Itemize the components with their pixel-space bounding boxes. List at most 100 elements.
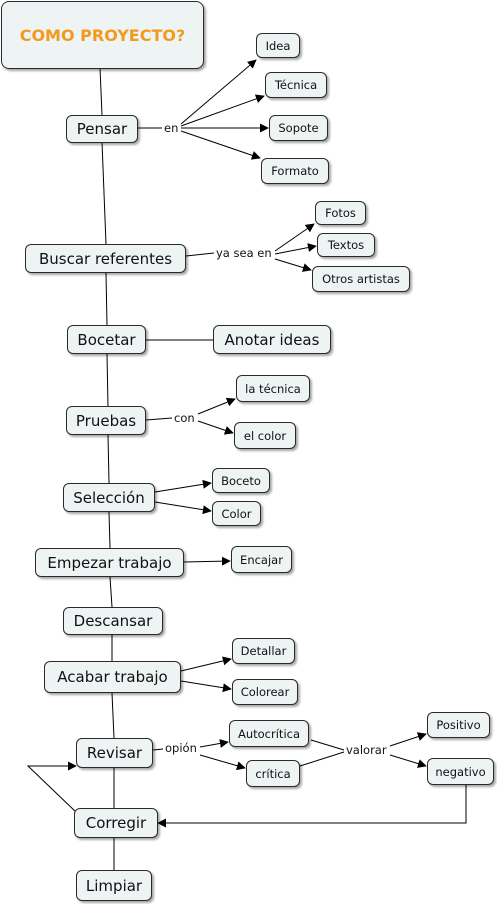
concept-anotar-ideas[interactable]: Anotar ideas <box>213 325 331 354</box>
arrow <box>274 223 315 252</box>
connector <box>101 141 107 245</box>
arrow <box>180 94 265 127</box>
step-bocetar[interactable]: Bocetar <box>67 325 146 354</box>
concept-label: Otros artistas <box>322 272 400 286</box>
arrow <box>180 656 232 672</box>
concept-otros-artistas[interactable]: Otros artistas <box>312 266 410 292</box>
concept-color[interactable]: Color <box>212 501 261 526</box>
concept-label: Encajar <box>240 552 283 567</box>
connector <box>185 252 215 257</box>
concept-label: Formato <box>271 164 319 178</box>
concept-label: Autocrítica <box>237 726 301 741</box>
step-label: Buscar referentes <box>38 249 173 268</box>
connector <box>299 751 345 767</box>
concept-textos[interactable]: Textos <box>317 233 375 257</box>
concept-label: negativo <box>435 764 486 779</box>
concept-encajar[interactable]: Encajar <box>231 546 292 573</box>
step-revisar[interactable]: Revisar <box>76 738 153 768</box>
step-pensar[interactable]: Pensar <box>66 115 138 143</box>
step-corregir[interactable]: Corregir <box>74 808 158 838</box>
arrow <box>389 732 427 747</box>
arrow <box>180 130 261 160</box>
link-label-ya-sea-en: ya sea en <box>214 246 274 260</box>
arrow <box>389 754 427 768</box>
arrow <box>180 680 232 693</box>
concept-label: Sopote <box>278 121 319 135</box>
step-limpiar[interactable]: Limpiar <box>76 870 152 901</box>
connector <box>107 434 110 484</box>
step-label: Pensar <box>76 120 128 138</box>
connector <box>106 353 109 407</box>
arrow <box>154 501 212 515</box>
root-title: COMO PROYECTO? <box>1 1 204 69</box>
concept-label: Idea <box>265 38 291 53</box>
concept-label: Textos <box>327 238 365 252</box>
arrow <box>197 420 234 435</box>
step-label: Pruebas <box>75 411 137 430</box>
concept-label: Boceto <box>221 473 261 488</box>
step-pruebas[interactable]: Pruebas <box>66 406 146 435</box>
concept-label: la técnica <box>245 381 301 396</box>
concept-formato[interactable]: Formato <box>261 158 329 184</box>
step-label: Empezar trabajo <box>47 553 172 572</box>
concept-label: Detallar <box>240 644 287 658</box>
arrow <box>199 754 246 771</box>
arrow <box>180 59 257 125</box>
concept-idea[interactable]: Idea <box>256 33 300 58</box>
step-label: Selección <box>73 488 145 507</box>
concept-la-tecnica[interactable]: la técnica <box>236 375 310 402</box>
step-acabar-trabajo[interactable]: Acabar trabajo <box>44 661 181 693</box>
step-label: Acabar trabajo <box>57 668 168 686</box>
concept-sopote[interactable]: Sopote <box>269 115 328 141</box>
concept-boceto[interactable]: Boceto <box>212 468 270 493</box>
connector <box>99 67 103 116</box>
concept-detallar[interactable]: Detallar <box>232 638 295 664</box>
concept-label: el color <box>243 428 287 443</box>
link-label-en: en <box>162 121 181 135</box>
arrow <box>157 785 467 828</box>
arrow <box>183 556 231 566</box>
link-label-con: con <box>172 411 197 425</box>
arrow <box>26 761 78 814</box>
concept-critica[interactable]: crítica <box>246 760 300 787</box>
connector <box>310 739 345 751</box>
root-title-text: COMO PROYECTO? <box>19 25 186 45</box>
connector <box>145 417 173 421</box>
concept-label: crítica <box>255 766 291 781</box>
connector <box>152 748 164 751</box>
step-label: Descansar <box>73 612 153 630</box>
step-label: Revisar <box>86 744 143 762</box>
arrow <box>199 738 229 748</box>
connector <box>108 511 111 549</box>
step-seleccion[interactable]: Selección <box>63 483 155 512</box>
concept-positivo[interactable]: Positivo <box>427 712 490 738</box>
step-label: Limpiar <box>85 876 143 895</box>
concept-fotos[interactable]: Fotos <box>315 201 366 225</box>
concept-el-color[interactable]: el color <box>234 422 296 449</box>
concept-label: Positivo <box>436 718 481 732</box>
step-label: Bocetar <box>77 330 136 349</box>
step-empezar-trabajo[interactable]: Empezar trabajo <box>35 548 184 577</box>
concept-colorear[interactable]: Colorear <box>232 679 298 705</box>
arrow <box>274 258 312 272</box>
concept-label: Anotar ideas <box>224 330 320 349</box>
arrow <box>197 397 236 415</box>
step-descansar[interactable]: Descansar <box>63 607 163 635</box>
concept-label: Fotos <box>325 206 356 220</box>
step-label: Corregir <box>85 814 147 832</box>
arrow <box>154 479 212 493</box>
concept-label: Colorear <box>240 685 290 699</box>
connector <box>109 576 113 608</box>
link-label-opion: opión <box>163 741 199 755</box>
concept-negativo[interactable]: negativo <box>427 758 494 785</box>
step-buscar-referentes[interactable]: Buscar referentes <box>25 244 186 273</box>
connector <box>105 272 108 326</box>
concept-autocritica[interactable]: Autocrítica <box>229 720 309 747</box>
concept-label: Color <box>221 506 252 521</box>
concept-label: Técnica <box>274 78 318 92</box>
concept-tecnica[interactable]: Técnica <box>265 72 327 98</box>
arrow <box>274 243 317 255</box>
link-label-valorar: valorar <box>344 743 389 757</box>
connector <box>111 692 115 739</box>
